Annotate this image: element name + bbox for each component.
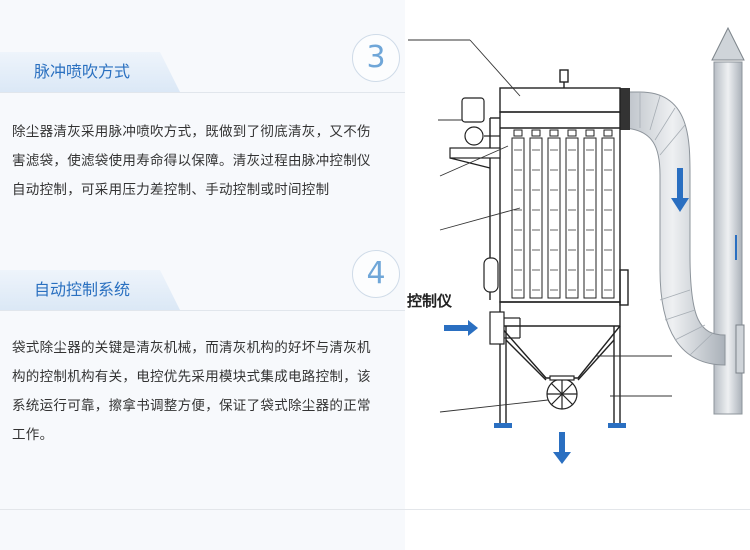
section-text-auto-control: 袋式除尘器的关键是清灰机械，而清灰机构的好坏与清灰机构的控制机构有关，电控优先采… — [12, 340, 371, 443]
leader-lines — [408, 39, 672, 413]
duct-flow-arrow — [671, 168, 689, 212]
section-divider — [0, 310, 405, 311]
blow-pipes — [513, 129, 613, 137]
bag-filter-diagram — [408, 26, 745, 464]
section-title-auto-control: 自动控制系统 — [0, 270, 180, 310]
rotary-valve — [546, 375, 578, 410]
section-number-4: 4 — [352, 250, 400, 298]
inlet-flow-arrow — [444, 320, 478, 336]
section-text-pulse-jet: 除尘器清灰采用脉冲喷吹方式，既做到了彻底清灰，又不伤害滤袋，使滤袋使用寿命得以保… — [12, 124, 371, 198]
section-divider — [0, 92, 405, 93]
filter-bags — [511, 137, 615, 299]
leg-foot — [608, 423, 626, 428]
air-inlet — [489, 311, 521, 345]
air-tank — [483, 257, 499, 293]
bottom-divider — [0, 509, 750, 510]
section-title-pulse-jet: 脉冲喷吹方式 — [0, 52, 180, 92]
outlet-flow-arrow — [553, 432, 571, 464]
flow-arrows — [444, 168, 689, 464]
leg-foot — [494, 423, 512, 428]
pulse-valve — [449, 97, 501, 169]
section-number-3: 3 — [352, 34, 400, 82]
text-panel: 3 脉冲喷吹方式 除尘器清灰采用脉冲喷吹方式，既做到了彻底清灰，又不伤害滤袋，使… — [0, 34, 405, 443]
controller-label: 控制仪 — [407, 292, 453, 310]
exhaust-duct — [619, 88, 745, 374]
